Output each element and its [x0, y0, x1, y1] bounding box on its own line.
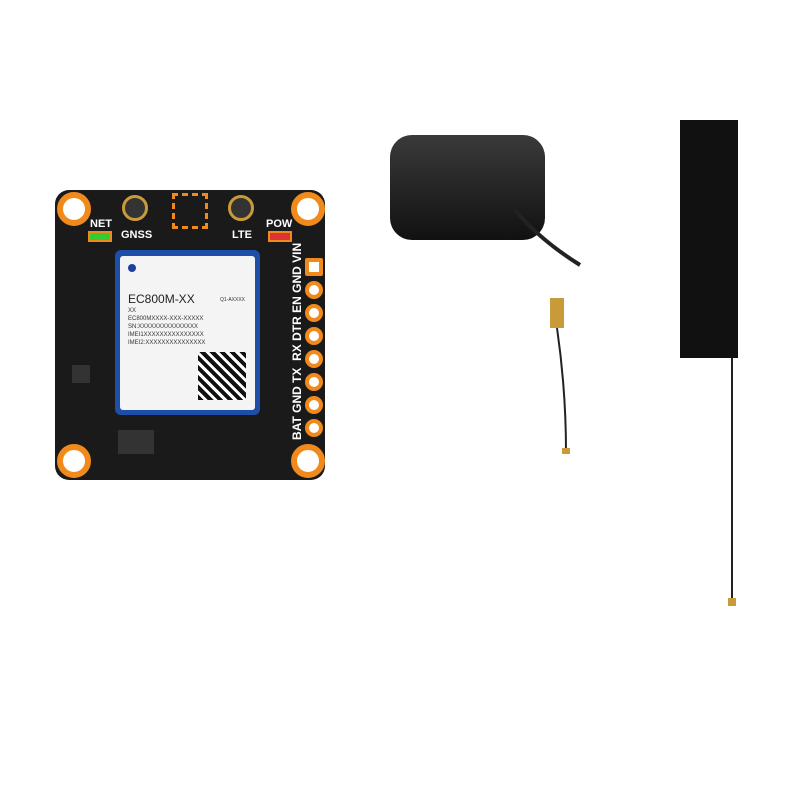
info-line: IMEI2:XXXXXXXXXXXXXXX	[128, 340, 206, 346]
header-pin	[305, 327, 323, 345]
gps-cable	[513, 208, 582, 267]
module-label: EC800M-XX Q1-AXXXX XX EC800MXXXX-XXX-XXX…	[120, 256, 255, 410]
module-model: EC800M-XX	[128, 292, 195, 306]
gnss-label: GNSS	[121, 229, 153, 241]
ipex-connector	[728, 598, 736, 606]
header-pin	[305, 258, 323, 276]
mount-hole	[57, 444, 91, 478]
qr-code	[198, 352, 246, 400]
header-pin	[305, 304, 323, 322]
gnss-connector	[122, 195, 148, 221]
header-pin	[305, 350, 323, 368]
pow-label: POW	[266, 218, 293, 230]
header-pin	[305, 396, 323, 414]
sma-cable	[556, 327, 567, 453]
lte-label: LTE	[232, 229, 252, 241]
mount-hole	[57, 192, 91, 226]
pin1-dot	[128, 264, 136, 272]
lte-connector	[228, 195, 254, 221]
info-line: IMEI1XXXXXXXXXXXXXXX	[128, 332, 204, 338]
pow-led	[268, 231, 292, 242]
info-line: SN:XXXXXXXXXXXXXXX	[128, 324, 199, 330]
module-info: XX EC800MXXXX-XXX-XXXXX SN:XXXXXXXXXXXXX…	[128, 307, 205, 347]
sma-connector	[550, 298, 564, 328]
info-line: EC800MXXXX-XXX-XXXXX	[128, 316, 204, 322]
chip	[118, 430, 154, 454]
net-led	[88, 231, 112, 242]
center-pad	[172, 193, 208, 229]
info-line: XX	[128, 308, 137, 314]
net-label: NET	[90, 218, 112, 230]
header-pin	[305, 419, 323, 437]
mount-hole	[291, 192, 325, 226]
header-pin	[305, 373, 323, 391]
ipex-connector	[562, 448, 570, 454]
header-pin	[305, 281, 323, 299]
mount-hole	[291, 444, 325, 478]
chip	[72, 365, 90, 383]
module-batch: Q1-AXXXX	[220, 297, 246, 303]
gps-antenna-puck	[390, 135, 545, 240]
fpc-antenna	[680, 120, 738, 358]
